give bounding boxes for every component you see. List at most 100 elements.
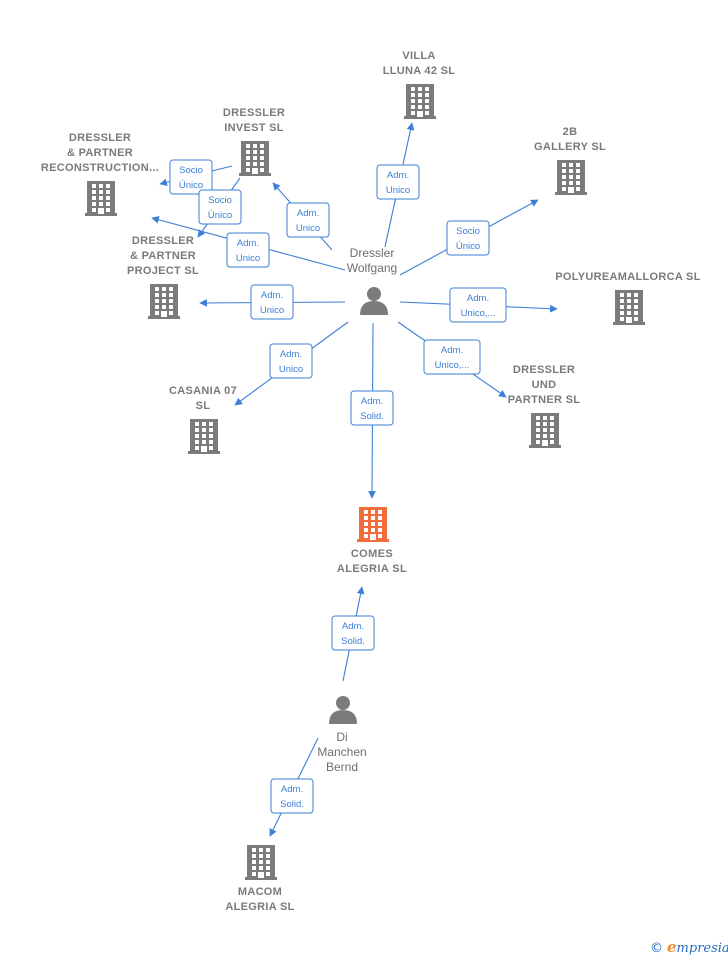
relationship-label-text: Unico,... [461,308,496,319]
relationship-label[interactable]: Adm.Unico [226,232,270,268]
relationship-label-box[interactable] [350,390,394,426]
node-label: POLYUREAMALLORCA SL [555,271,700,283]
node-label: UND [532,379,557,391]
edge-dressler_wolfgang-to-casania: Adm. Unico [234,321,349,406]
relationship-label[interactable]: Adm. Unico,... [423,339,481,375]
edge-dressler_wolfgang-to-dressler_invest: Adm. Unico [272,182,333,251]
edge-dressler_wolfgang-to-dressler_project: Adm. Unico [199,284,346,320]
relationship-label-box[interactable] [169,159,213,195]
relationship-label-text: Adm. [297,208,319,219]
building-icon [404,84,436,119]
relationship-label-box[interactable] [250,284,294,320]
node-dressler_reconstruction[interactable]: DRESSLER & PARTNER RECONSTRUCTION... [41,132,159,216]
relationship-label-box[interactable] [198,189,242,225]
relationship-label[interactable]: Adm. Unico [286,202,330,238]
edge-dressler_wolfgang-to-dressler_und: Adm. Unico,... [397,321,507,398]
relationship-label-box[interactable] [286,202,330,238]
node-label: Wolfgang [347,261,397,275]
building-icon [613,290,645,325]
relationship-label-box[interactable] [269,343,313,379]
brand-name: mpresia [676,941,728,956]
node-label: & PARTNER [67,147,133,159]
relationship-label-text: Unico [296,223,320,234]
relationship-label-text: Adm. [467,293,489,304]
relationship-label[interactable]: Adm. Unico [250,284,294,320]
node-label: LLUNA 42 SL [383,65,456,77]
relationship-label-text: Unico [279,364,303,375]
node-label: RECONSTRUCTION... [41,162,159,174]
node-label: Dressler [350,246,395,260]
relationship-label-box[interactable] [226,232,270,268]
relationship-label[interactable]: Adm.Solid. [331,615,375,651]
relationship-label-box[interactable] [446,220,490,256]
nodes-layer: DRESSLER& PARTNERRECONSTRUCTION...DRESSL… [41,50,701,913]
relationship-label-text: Adm. [237,238,259,249]
node-label: Di [336,730,347,744]
person-icon [360,287,388,315]
node-label: ALEGRIA SL [337,563,407,575]
node-label: & PARTNER [130,250,196,262]
relationship-label-text: Solid. [360,411,384,422]
relationship-label-text: Adm. [441,345,463,356]
node-macom_alegria[interactable]: MACOM ALEGRIA SL [225,845,294,913]
node-label: Bernd [326,760,358,774]
node-gallery_2b[interactable]: 2B GALLERY SL [534,126,606,195]
relationship-label-text: Socio [179,165,203,176]
copyright-icon: © [650,941,663,956]
edge-dressler_wolfgang-to-comes_alegria: Adm.Solid. [350,322,394,499]
relationship-label-text: Adm. [281,784,303,795]
node-polyureamallorca[interactable]: POLYUREAMALLORCA SL [555,271,700,325]
node-label: ALEGRIA SL [225,901,294,913]
empresia-brand[interactable]: ©empresia [650,938,728,956]
node-label: DRESSLER [69,132,131,144]
relationship-label-text: Socio [208,195,232,206]
person-icon [329,696,357,724]
relationship-label[interactable]: Adm.Solid. [350,390,394,426]
relationship-label-text: Adm. [342,621,364,632]
relationship-label-text: Unico [260,305,284,316]
building-icon [555,160,587,195]
relationship-label[interactable]: Adm. Unico [269,343,313,379]
relationship-label-text: Único [456,241,480,252]
building-icon [245,845,277,880]
node-label: 2B [563,126,578,138]
relationship-label-text: Único [208,210,232,221]
relationship-label-text: Unico [386,185,410,196]
node-label: PARTNER SL [508,394,580,406]
relationship-label-box[interactable] [331,615,375,651]
relationship-label-text: Socio [456,226,480,237]
relationship-label[interactable]: Adm.Solid. [270,778,314,814]
building-icon [357,507,389,542]
node-label: MACOM [238,886,282,898]
edge-di_manchen-to-macom_alegria: Adm.Solid. [269,737,319,837]
relationship-label-box[interactable] [423,339,481,375]
building-icon [85,181,117,216]
relationship-label-text: Adm. [280,349,302,360]
relationship-label-text: Adm. [261,290,283,301]
relationship-label-box[interactable] [376,164,420,200]
node-label: CASANIA 07 [169,385,237,397]
relationship-label-box[interactable] [270,778,314,814]
relationship-label[interactable]: Adm.Unico [376,164,420,200]
node-label: GALLERY SL [534,141,606,153]
relationship-label-text: Unico,... [435,360,470,371]
relationship-label-text: Único [179,180,203,191]
relationship-label[interactable]: Adm. Unico,... [449,287,507,323]
building-icon [529,413,561,448]
relationship-label-box[interactable] [449,287,507,323]
node-label: Manchen [317,745,366,759]
